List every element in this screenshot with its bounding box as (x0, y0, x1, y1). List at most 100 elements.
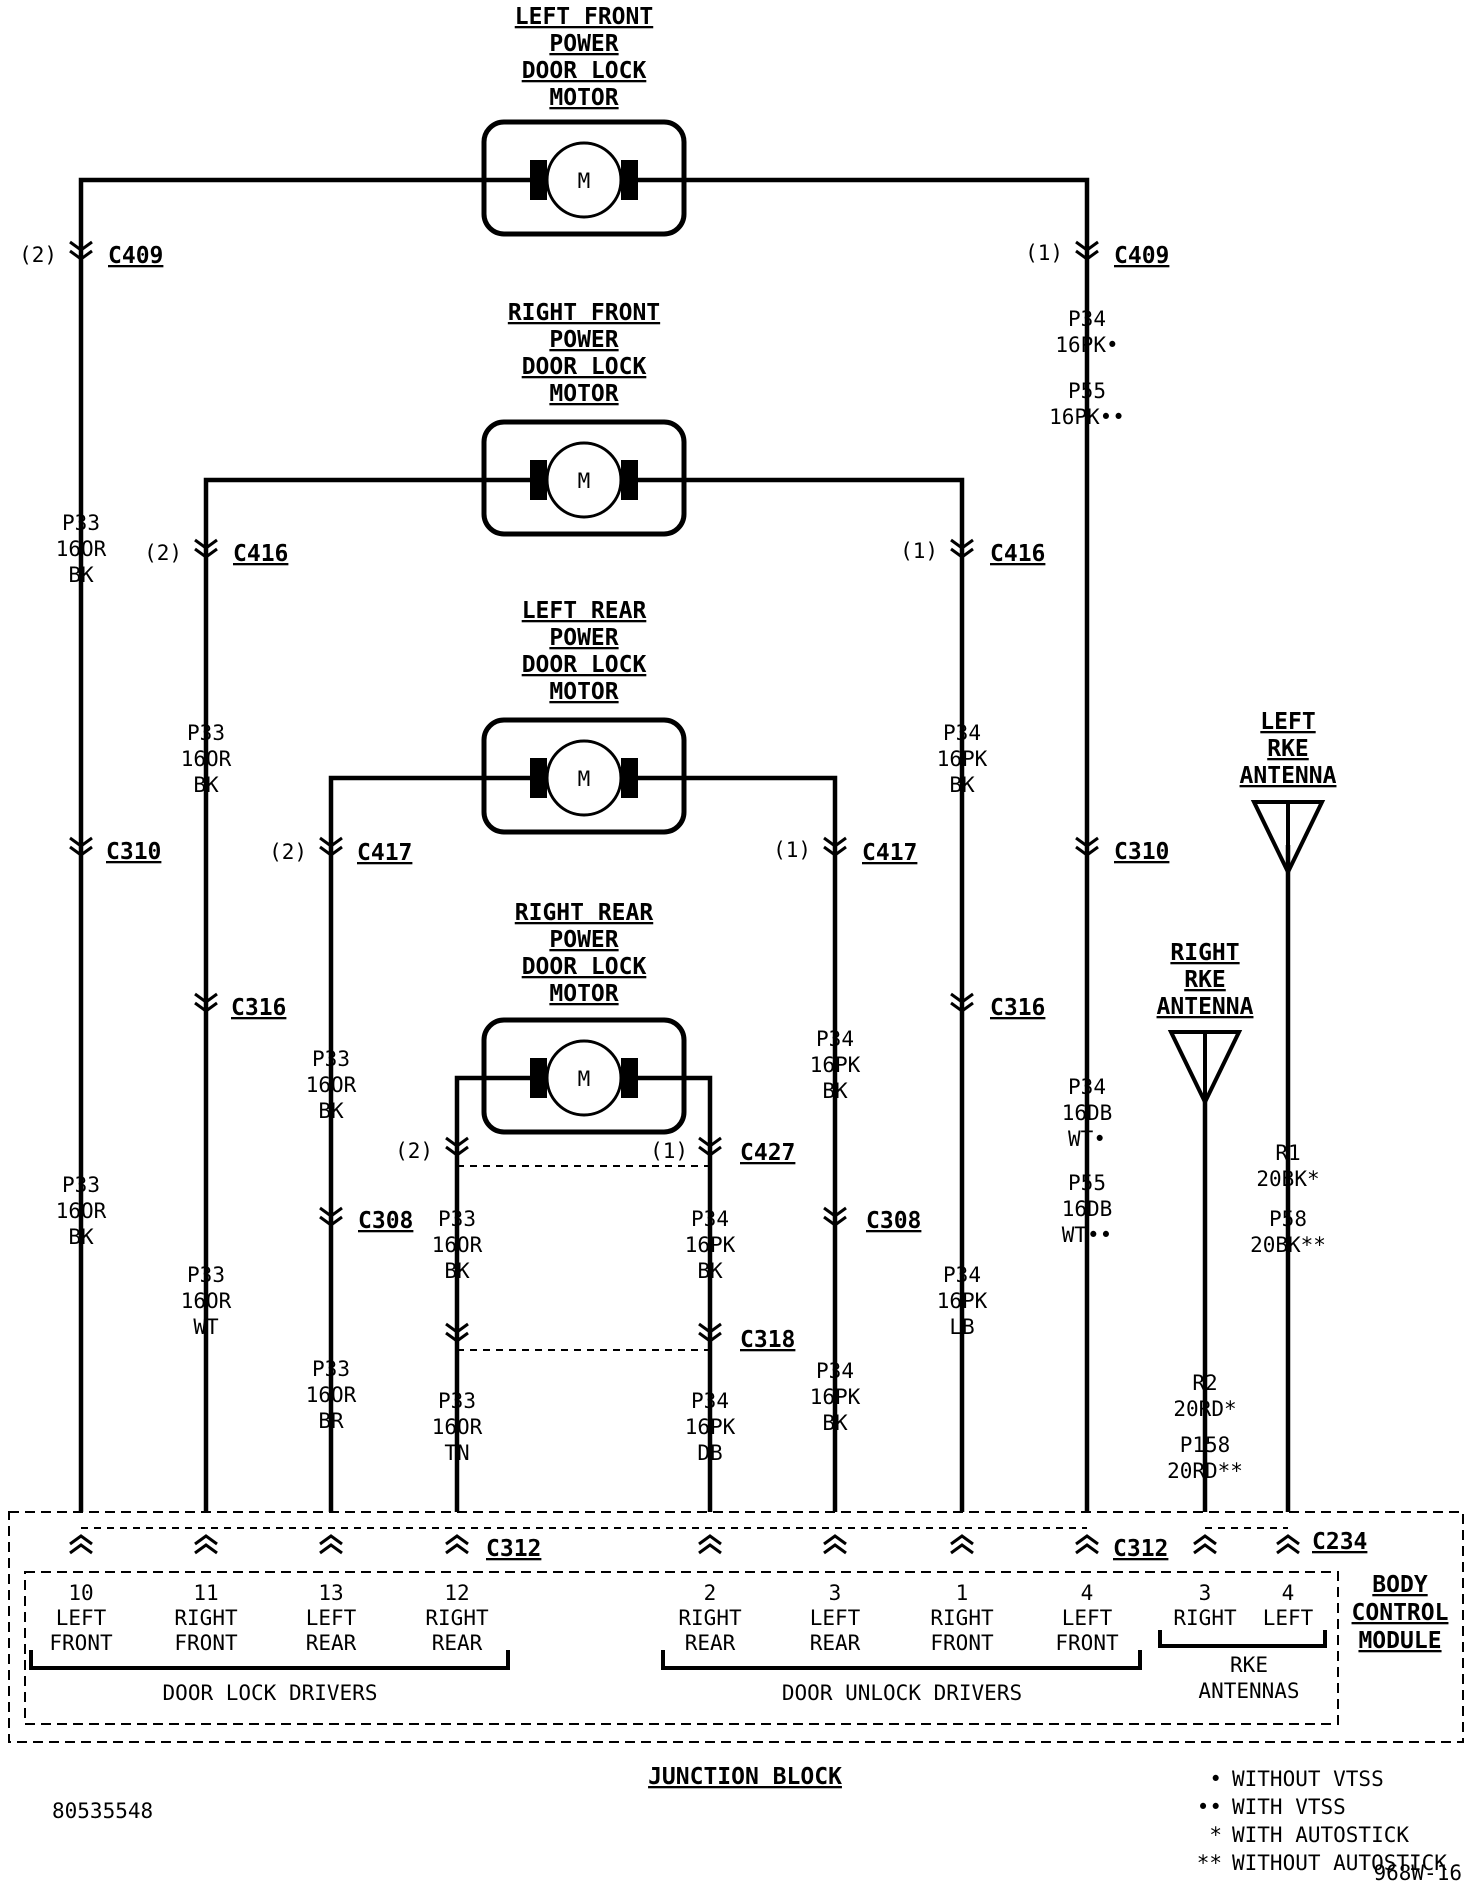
motor-icon (545, 441, 623, 519)
antenna-title: ANTENNA (1240, 763, 1337, 789)
module-pin-label: LEFT (810, 1606, 861, 1630)
module-pin-label: REAR (810, 1631, 861, 1655)
module-pin-label: 12 (444, 1581, 469, 1605)
wire-label: WT (193, 1315, 219, 1339)
wire-label: BK (68, 1225, 94, 1249)
wire-label: DB (697, 1441, 722, 1465)
connector-chevron-icon (950, 538, 974, 559)
motor-symbol: M (578, 1067, 591, 1091)
wire-label: P34 (691, 1389, 729, 1413)
wire-label: 16OR (181, 747, 232, 771)
connector-pin: (1) (650, 1139, 688, 1163)
wire-label: P158 (1180, 1433, 1231, 1457)
motor-brush (621, 460, 638, 500)
wire-label: P34 (943, 721, 981, 745)
connector-chevron-icon (69, 1534, 93, 1555)
bracket-unlock-drivers (661, 1650, 1142, 1670)
connector-name: C427 (740, 1140, 795, 1166)
motor-brush (530, 1058, 547, 1098)
connector-name: C316 (231, 995, 286, 1021)
wire-label: 16OR (306, 1073, 357, 1097)
wire-label: R1 (1275, 1141, 1300, 1165)
wire-label: 16PK (937, 1289, 988, 1313)
connector-name: C312 (1113, 1536, 1168, 1562)
connector-chevron-icon (194, 538, 218, 559)
group-label: ANTENNAS (1198, 1679, 1299, 1703)
wire-label: P55 (1068, 1171, 1106, 1195)
motor-icon (545, 739, 623, 817)
wire-label: P34 (943, 1263, 981, 1287)
wire-label: LB (949, 1315, 974, 1339)
connector-name: C417 (862, 840, 917, 866)
motor-brush (621, 758, 638, 798)
wire-label: 16DB (1062, 1101, 1113, 1125)
motor-brush (530, 758, 547, 798)
junction-block-title: JUNCTION BLOCK (648, 1764, 842, 1790)
connector-chevron-icon (823, 1206, 847, 1227)
module-pin-label: REAR (432, 1631, 483, 1655)
motor-title: MOTOR (549, 981, 618, 1007)
module-pin-label: LEFT (1263, 1606, 1314, 1630)
connector-chevron-icon (69, 836, 93, 857)
connector-pin: (1) (1025, 241, 1063, 265)
legend-text: WITH AUTOSTICK (1232, 1823, 1409, 1847)
antenna-title: RKE (1267, 736, 1309, 762)
wire-label: P33 (187, 721, 225, 745)
motor-icon (545, 141, 623, 219)
left-front-motor: M LEFT FRONT POWER DOOR LOCK MOTOR (481, 4, 687, 237)
wire-labels: P33 16OR BK P33 16OR BK P33 16OR BK P33 … (56, 307, 1326, 1483)
connector-name: C416 (990, 541, 1045, 567)
module-pin-label: RIGHT (678, 1606, 742, 1630)
connector-name: C409 (108, 243, 163, 269)
wires (78, 177, 1291, 1512)
module-title: MODULE (1358, 1628, 1441, 1654)
wire-label: 16OR (56, 1199, 107, 1223)
wire-label: P33 (312, 1047, 350, 1071)
left-rear-motor: M LEFT REAR POWER DOOR LOCK MOTOR (481, 598, 687, 835)
wire-lr-lock (328, 775, 530, 1512)
legend-text: WITH VTSS (1232, 1795, 1346, 1819)
motor-title: POWER (549, 927, 618, 953)
right-front-motor: M RIGHT FRONT POWER DOOR LOCK MOTOR (481, 300, 687, 537)
connector-name: C318 (740, 1327, 795, 1353)
wire-label: P33 (187, 1263, 225, 1287)
connector-name: C316 (990, 995, 1045, 1021)
wire-label: 16OR (432, 1415, 483, 1439)
connector-pin: (2) (395, 1139, 433, 1163)
wire-label: 16PK (937, 747, 988, 771)
wire-label: 16PK (810, 1053, 861, 1077)
module-pin-label: 3 (829, 1581, 842, 1605)
legend-symbol: * (1209, 1823, 1222, 1847)
connector-pin: (1) (900, 539, 938, 563)
motor-title: RIGHT REAR (515, 900, 654, 926)
wire-lf-lock (78, 177, 530, 1512)
motor-brush (530, 160, 547, 200)
bracket-rke-antennas (1158, 1630, 1327, 1648)
wire-label: P33 (62, 1173, 100, 1197)
wire-label: WT•• (1062, 1223, 1113, 1247)
connector-labels: (2) C409 (1) C409 (2) C416 (1) C416 (2) … (19, 241, 1367, 1562)
connector-pin: (2) (19, 243, 57, 267)
connector-name: C312 (486, 1536, 541, 1562)
wire-rr-lock (454, 1075, 530, 1512)
connector-chevron-icon (1075, 836, 1099, 857)
connector-pin: (2) (144, 541, 182, 565)
body-control-module-outline (24, 1571, 1339, 1725)
module-pin-label: 11 (193, 1581, 218, 1605)
module-title: BODY (1372, 1572, 1428, 1598)
connector-chevron-icon (1193, 1534, 1217, 1555)
connector-chevron-icon (950, 1534, 974, 1555)
connector-pin: (1) (773, 838, 811, 862)
antenna-title: RKE (1184, 967, 1226, 993)
connector-chevron-icon (1075, 240, 1099, 261)
wire-label: WT• (1068, 1127, 1106, 1151)
wire-label: 16OR (432, 1233, 483, 1257)
connector-name: C310 (106, 839, 161, 865)
motor-title: DOOR LOCK (522, 652, 647, 678)
connector-chevron-icon (319, 1206, 343, 1227)
motor-title: POWER (549, 31, 618, 57)
antenna-title: ANTENNA (1157, 994, 1254, 1020)
module-pin-label: LEFT (1062, 1606, 1113, 1630)
motor-title: DOOR LOCK (522, 354, 647, 380)
wire-label: 20RD** (1167, 1459, 1243, 1483)
